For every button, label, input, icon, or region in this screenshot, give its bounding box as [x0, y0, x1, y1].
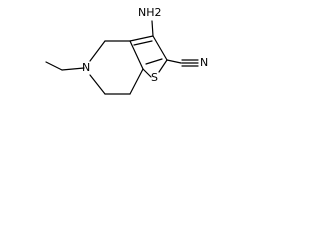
bond-c2-cn [166, 59, 182, 64]
bond-c3a-c3-double-outer [129, 35, 154, 42]
chemical-structure-diagram: NH2 N S N [45, 6, 208, 95]
bond-c3a-c7a-single [129, 40, 144, 70]
bond-c7-c7a [129, 68, 144, 95]
bond-s-c7a [142, 68, 152, 78]
bond-c3-c2 [152, 35, 168, 61]
bond-n-c6 [89, 74, 106, 95]
bond-c3a-c3-double-inner [133, 40, 153, 46]
bond-ethyl-c2-n [61, 67, 85, 71]
bond-ethyl-c1-c2 [45, 61, 63, 71]
nitrile-nitrogen-label: N [200, 56, 208, 69]
bond-c2-s [158, 59, 168, 73]
bond-n-c4 [89, 40, 106, 62]
sulfur-atom-label: S [151, 71, 158, 84]
ring-nitrogen-label: N [82, 61, 90, 74]
bond-c3-nh2 [151, 20, 154, 37]
amino-group-label: NH2 [138, 6, 162, 19]
bond-c7a-c2-double-inner [145, 58, 163, 65]
